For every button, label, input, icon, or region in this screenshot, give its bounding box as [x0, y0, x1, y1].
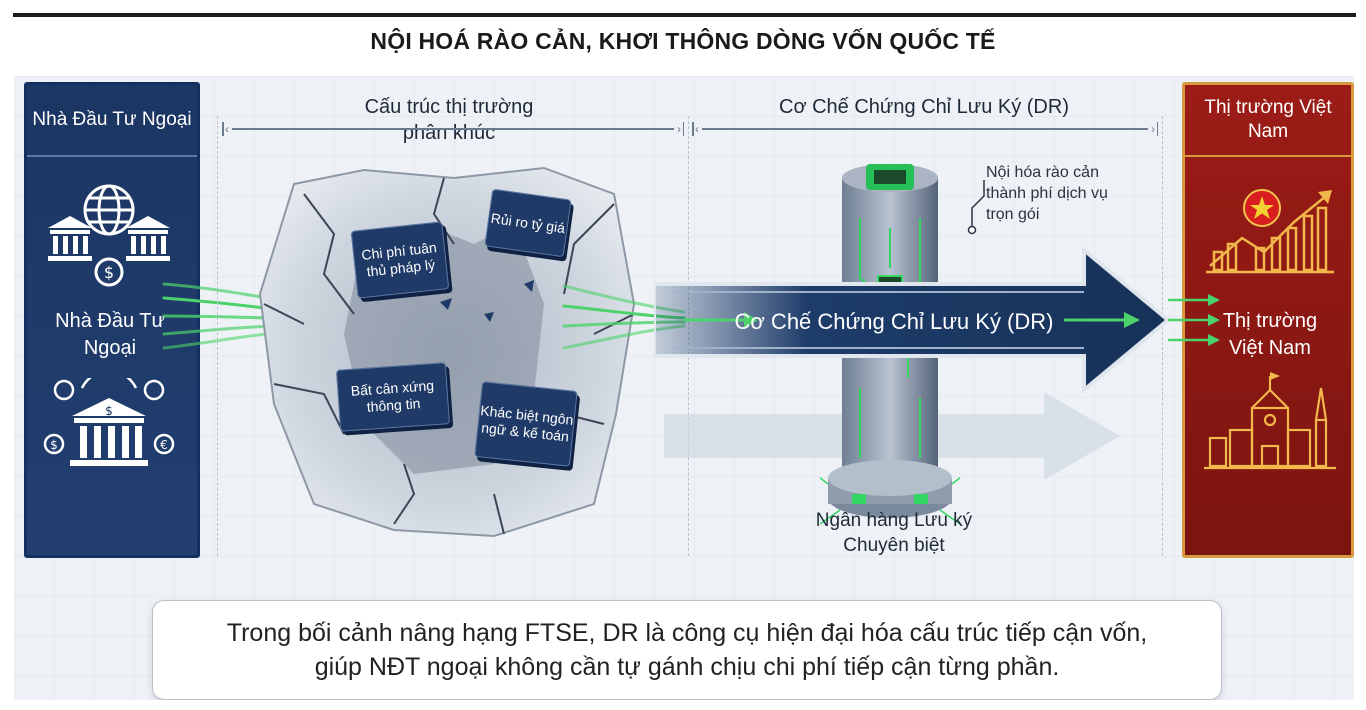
page-title: NỘI HOÁ RÀO CẢN, KHƠI THÔNG DÒNG VỐN QUỐ…: [0, 28, 1366, 55]
bank-currency-icon: $ $ €: [42, 378, 176, 478]
segmented-market-bracket: ‹›: [222, 122, 684, 136]
foreign-investor-header: Nhà Đầu Tư Ngoại: [27, 85, 197, 157]
caption-line-2: giúp NĐT ngoại không cần tự gánh chịu ch…: [315, 650, 1060, 684]
barrier-block-language-accounting: Khác biệt ngôn ngữ & kế toán: [474, 381, 577, 467]
section-divider-left: [217, 116, 219, 556]
svg-text:$: $: [50, 438, 58, 452]
dr-section-bracket: ‹›: [692, 122, 1158, 136]
foreign-investor-label: Nhà Đầu Tư Ngoại: [50, 308, 170, 362]
infographic-panel: Nhà Đầu Tư Ngoại $ Nhà Đầu Tư Ngoại: [14, 76, 1354, 700]
barrier-block-fx-risk: Rủi ro tỷ giá: [484, 189, 571, 258]
dr-arrow-label: Cơ Chế Chứng Chỉ Lưu Ký (DR): [734, 308, 1054, 336]
city-landmark-icon: [1200, 368, 1340, 478]
barrier-block-information-asymmetry: Bất cân xứng thông tin: [336, 362, 450, 432]
caption-line-1: Trong bối cảnh nâng hạng FTSE, DR là côn…: [227, 616, 1147, 650]
vietnam-market-label: Thị trường Việt Nam: [1210, 308, 1330, 362]
growth-chart-icon: [1202, 186, 1338, 282]
barrier-block-legal-compliance: Chi phí tuân thủ pháp lý: [351, 221, 450, 298]
callout-leader-line: [932, 176, 992, 236]
svg-text:€: €: [160, 438, 168, 452]
dr-section-label: Cơ Chế Chứng Chỉ Lưu Ký (DR): [734, 94, 1114, 120]
custodian-bank-label: Ngân hàng Lưu ký Chuyên biệt: [784, 508, 1004, 558]
segmented-market-label: Cấu trúc thị trường phân khúc: [344, 94, 554, 146]
svg-text:$: $: [105, 404, 113, 418]
svg-text:$: $: [104, 263, 114, 282]
callout-text: Nội hóa rào cản thành phí dịch vụ trọn g…: [986, 162, 1136, 225]
caption-box: Trong bối cảnh nâng hạng FTSE, DR là côn…: [152, 600, 1222, 700]
vietnam-market-header: Thị trường Việt Nam: [1185, 85, 1351, 157]
bank-globe-icon: $: [44, 180, 174, 290]
top-rule: [13, 13, 1356, 17]
